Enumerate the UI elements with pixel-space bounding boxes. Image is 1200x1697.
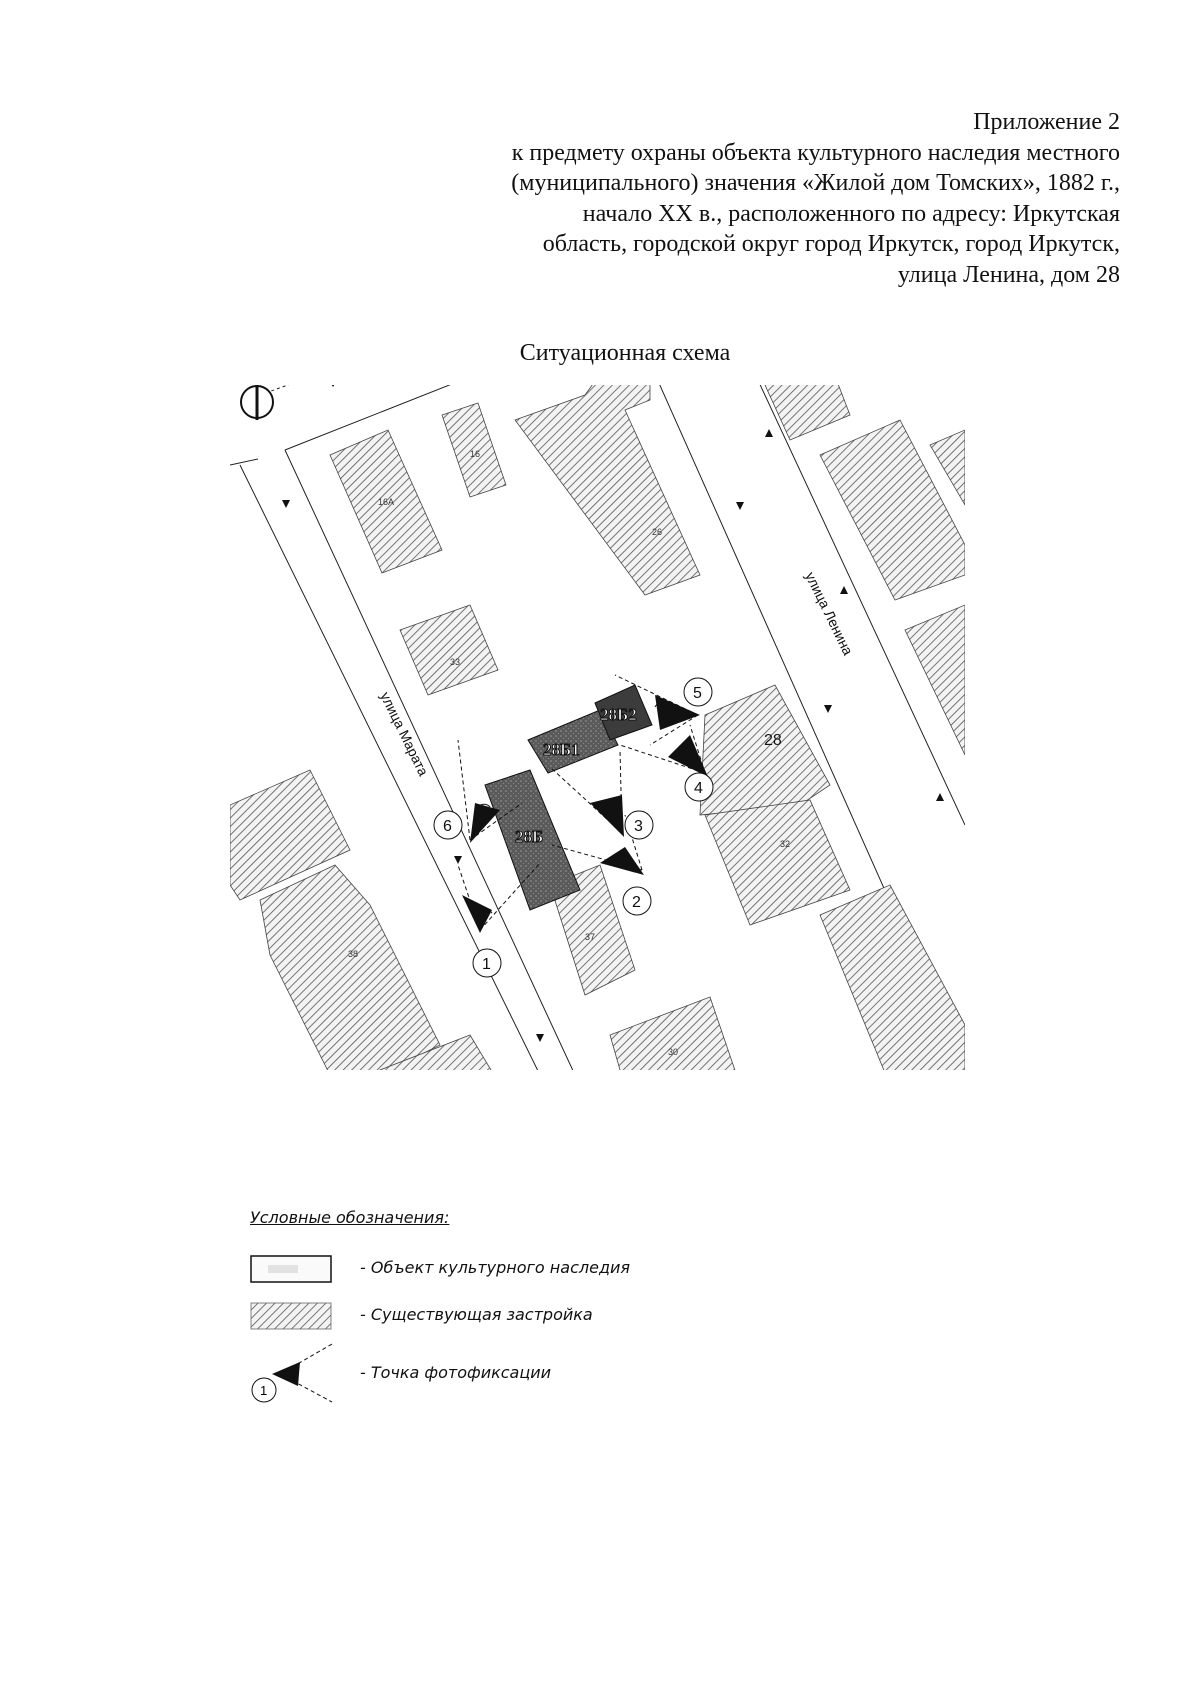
building-number: 33 (450, 657, 460, 667)
building-30 (609, 996, 736, 1070)
building-left-bottom (379, 1034, 492, 1070)
heritage-label-28b1: 28Б1 (543, 740, 580, 759)
building-number: 37 (585, 932, 595, 942)
photo-point-number: 4 (694, 780, 703, 797)
existing-buildings (230, 385, 965, 1070)
building-right-top (764, 385, 851, 441)
photo-point-5: 5 (614, 674, 713, 746)
building-number: 28 (764, 732, 782, 749)
legend-point-number: 1 (260, 1383, 267, 1398)
legend-title: Условные обозначения: (250, 1208, 450, 1227)
photo-point-6: 6 (433, 739, 523, 843)
legend-swatch-heritage (250, 1255, 332, 1283)
photo-point-1: 1 (457, 862, 541, 978)
building-16a (329, 429, 443, 574)
building-right-mid1 (819, 419, 965, 601)
legend-label-photo-point: - Точка фотофиксации (360, 1363, 552, 1382)
legend-row-existing (250, 1302, 332, 1335)
header-line: к предмету охраны объекта культурного на… (511, 139, 1120, 166)
photo-point-number: 1 (482, 956, 491, 973)
legend-row-heritage (250, 1255, 332, 1288)
building-32 (704, 799, 851, 926)
building-right-top2 (929, 429, 965, 506)
building-33 (399, 604, 499, 696)
scheme-title: Ситуационная схема (519, 340, 731, 366)
photo-point-number: 6 (443, 818, 452, 835)
legend-swatch-existing (250, 1302, 332, 1330)
heritage-building-28b (484, 769, 581, 911)
photo-point-number: 2 (632, 894, 641, 911)
building-right-bottom (819, 884, 965, 1070)
building-number: 32 (780, 839, 790, 849)
photo-point-number: 5 (693, 685, 702, 702)
heritage-label-28b: 28Б (515, 827, 543, 846)
photo-point-3: 3 (549, 749, 654, 840)
photo-point-4: 4 (619, 724, 714, 802)
building-right-mid2 (904, 604, 965, 756)
building-number-labels: 16 16А 26 33 28 37 38 30 32 (348, 449, 790, 1057)
building-number: 16 (470, 449, 480, 459)
appendix-header: Приложение 2 к предмету охраны объекта к… (300, 107, 1120, 290)
building-26 (514, 385, 701, 596)
traffic-arrows (282, 385, 944, 1042)
photo-points: 1 2 3 (433, 674, 714, 978)
heritage-building-28b1 (527, 709, 619, 774)
building-16 (441, 402, 507, 498)
heritage-label-28b2: 28Б2 (600, 705, 637, 724)
building-37 (549, 864, 636, 996)
header-line: Приложение 2 (973, 109, 1120, 135)
building-number: 30 (668, 1047, 678, 1057)
building-28 (699, 684, 831, 816)
legend-row-photo-point: 1 (250, 1338, 340, 1411)
header-line: (муниципального) значения «Жилой дом Том… (511, 170, 1120, 196)
building-38 (259, 864, 441, 1070)
heritage-building-28b2 (594, 684, 653, 741)
header-line: начало XX в., расположенного по адресу: … (582, 200, 1120, 227)
street-label-lenina: улица Ленина (802, 569, 856, 657)
photo-point-number: 3 (634, 818, 643, 835)
building-left-mid (230, 769, 351, 901)
header-line: область, городской округ город Иркутск, … (542, 231, 1120, 257)
legend-label-existing: - Существующая застройка (360, 1305, 593, 1324)
street-label-marata: улица Марата (377, 689, 431, 778)
photo-point-2: 2 (551, 814, 652, 916)
legend-photo-point-icon: 1 (251, 1343, 333, 1403)
building-number: 26 (652, 527, 662, 537)
situation-map: 16 16А 26 33 28 37 38 30 32 28Б 28Б1 28Б… (230, 385, 965, 1070)
legend-label-heritage: - Объект культурного наследия (360, 1258, 631, 1277)
north-arrow-icon (240, 385, 274, 420)
header-line: улица Ленина, дом 28 (897, 261, 1120, 288)
heritage-buildings: 28Б 28Б1 28Б2 (484, 684, 653, 911)
building-number: 16А (378, 497, 394, 507)
building-number: 38 (348, 949, 358, 959)
